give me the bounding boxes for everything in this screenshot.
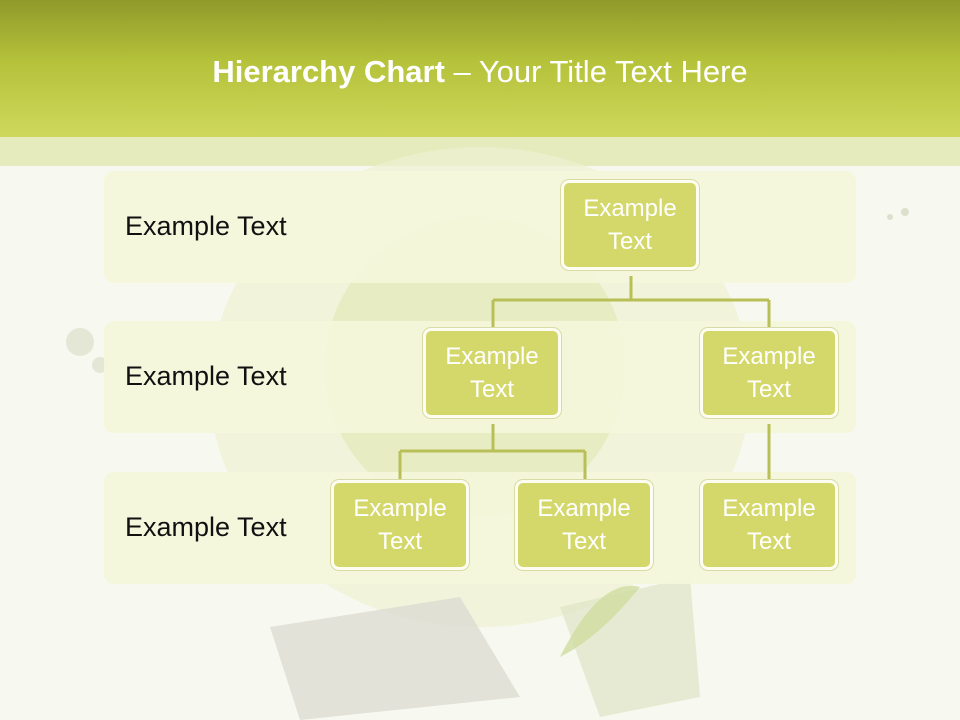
node-root: Example Text xyxy=(561,180,699,270)
title-bar: Hierarchy Chart – Your Title Text Here xyxy=(0,0,960,137)
node-level2-left: Example Text xyxy=(423,328,561,418)
title-rest-part: – Your Title Text Here xyxy=(444,54,748,89)
node-level2-right-text: Example Text xyxy=(722,343,816,403)
level-label-2: Example Text xyxy=(125,361,287,391)
level-band-1 xyxy=(104,171,856,283)
node-level3-3: Example Text xyxy=(700,480,838,570)
slide-title: Hierarchy Chart – Your Title Text Here xyxy=(0,54,960,90)
node-level3-2: Example Text xyxy=(515,480,653,570)
node-level2-right: Example Text xyxy=(700,328,838,418)
node-level3-2-text: Example Text xyxy=(537,495,631,555)
node-level3-1-text: Example Text xyxy=(353,495,447,555)
node-level3-3-text: Example Text xyxy=(722,495,816,555)
node-level3-1: Example Text xyxy=(331,480,469,570)
title-bold-part: Hierarchy Chart xyxy=(212,54,445,89)
node-level2-left-text: Example Text xyxy=(445,343,539,403)
level-label-3: Example Text xyxy=(125,512,287,542)
level-label-1: Example Text xyxy=(125,211,287,241)
node-root-text: Example Text xyxy=(583,195,677,255)
